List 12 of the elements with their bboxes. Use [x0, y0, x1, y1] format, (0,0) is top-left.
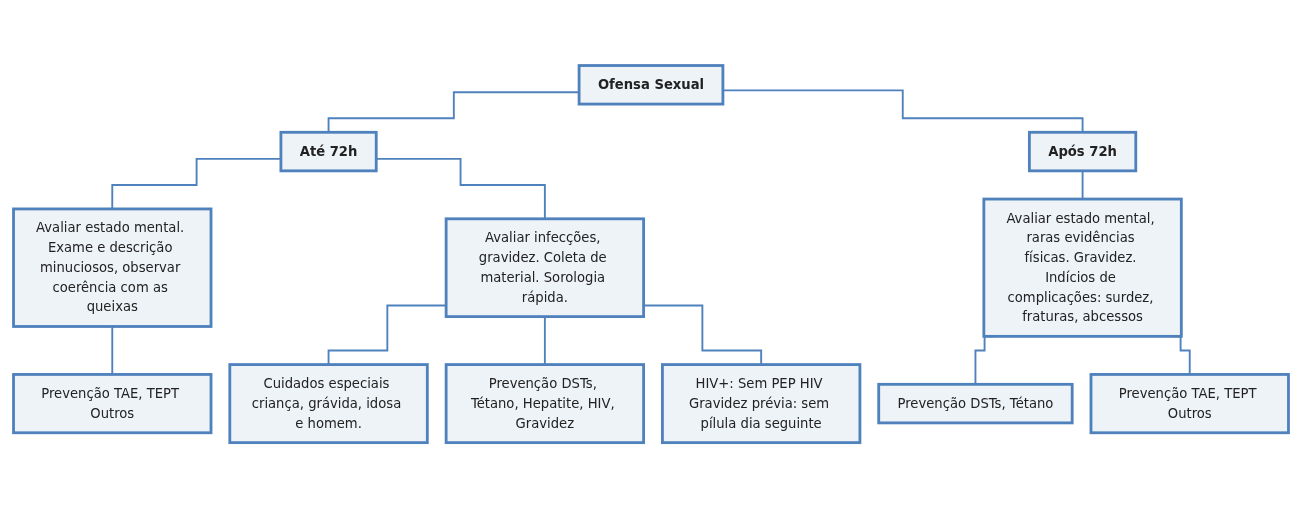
- node-box: Avaliar estado mental, raras evidências físicas. Gravidez. Indícios de complicações: surdez, fraturas, abcessos: [981, 197, 1183, 338]
- node-box: Prevenção TAE, TEPT Outros: [1089, 372, 1290, 435]
- node-box: Ofensa Sexual: [577, 64, 724, 106]
- node-box: Após 72h: [1027, 130, 1137, 173]
- node-box: HIV+: Sem PEP HIV Gravidez prévia: sem pílula dia seguinte: [660, 363, 861, 444]
- node-box: Avaliar estado mental. Exame e descrição minuciosos, observar coerência com as queixas: [11, 207, 212, 328]
- node-box: Prevenção DSTs, Tétano, Hepatite, HIV, Gravidez: [444, 363, 645, 444]
- node-box: Até 72h: [279, 130, 378, 173]
- node-box: Avaliar infecções, gravidez. Coleta de material. Sorologia rápida.: [444, 217, 645, 318]
- node-box: Cuidados especiais criança, grávida, idosa e homem.: [227, 363, 429, 444]
- node-box: Prevenção TAE, TEPT Outros: [11, 372, 212, 435]
- node-box: Prevenção DSTs, Tétano: [876, 382, 1074, 425]
